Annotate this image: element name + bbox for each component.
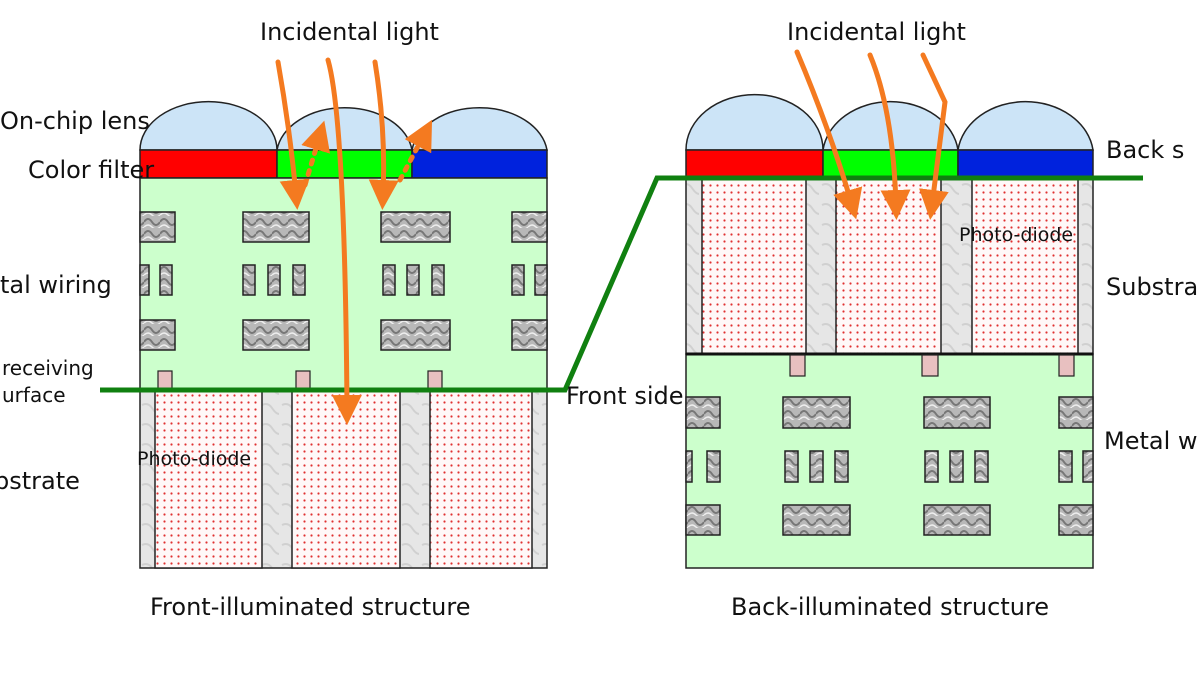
incidental-light-label-left: Incidental light: [260, 18, 439, 46]
light-arrow-icon: [794, 49, 863, 220]
receiving-surface-label-2: urface: [2, 383, 66, 407]
back-illuminated-caption: Back-illuminated structure: [731, 593, 1049, 621]
front-illuminated-caption: Front-illuminated structure: [150, 593, 471, 621]
photodiode-label-right: Photo-diode: [959, 224, 1073, 246]
on-chip-lenses: [685, 93, 1094, 151]
back-illuminated-structure: [685, 93, 1094, 569]
front-illuminated-structure: [139, 100, 548, 569]
metal-wiring-label-left: tal wiring: [0, 271, 112, 299]
reflected-light-arrow-icon: [397, 119, 433, 183]
photodiode-label-left: Photo-diode: [137, 448, 251, 470]
back-side-label: Back s: [1106, 136, 1184, 164]
color-filter-label: Color filter: [28, 156, 154, 184]
metal-wiring: [685, 396, 1094, 536]
incidental-light-label-right: Incidental light: [787, 18, 966, 46]
substrate-label-left: bstrate: [0, 467, 80, 495]
front-side-label: Front side: [566, 382, 684, 410]
photodiodes: [701, 177, 1079, 355]
incidental-light-arrows: [275, 49, 949, 425]
metal-wiring: [139, 211, 548, 351]
color-filters: [685, 149, 1094, 178]
light-arrow-icon: [275, 59, 310, 210]
metal-wiring-label-right: Metal w: [1104, 427, 1198, 455]
light-arrow-icon: [368, 59, 399, 210]
reflected-light-arrow-icon: [301, 120, 331, 188]
light-arrow-icon: [867, 52, 911, 220]
insulating-layer: [685, 353, 1094, 569]
light-arrow-icon: [325, 57, 362, 425]
color-filters: [139, 149, 548, 179]
on-chip-lens-label: On-chip lens: [0, 107, 150, 135]
substrate-label-right: Substra: [1106, 273, 1198, 301]
receiving-surface-label-1: receiving: [2, 356, 94, 380]
contacts: [789, 354, 1075, 377]
photodiodes: [154, 389, 533, 569]
light-arrow-icon: [918, 52, 949, 220]
light-receiving-surface-line: [100, 175, 1143, 393]
on-chip-lenses: [139, 100, 548, 151]
